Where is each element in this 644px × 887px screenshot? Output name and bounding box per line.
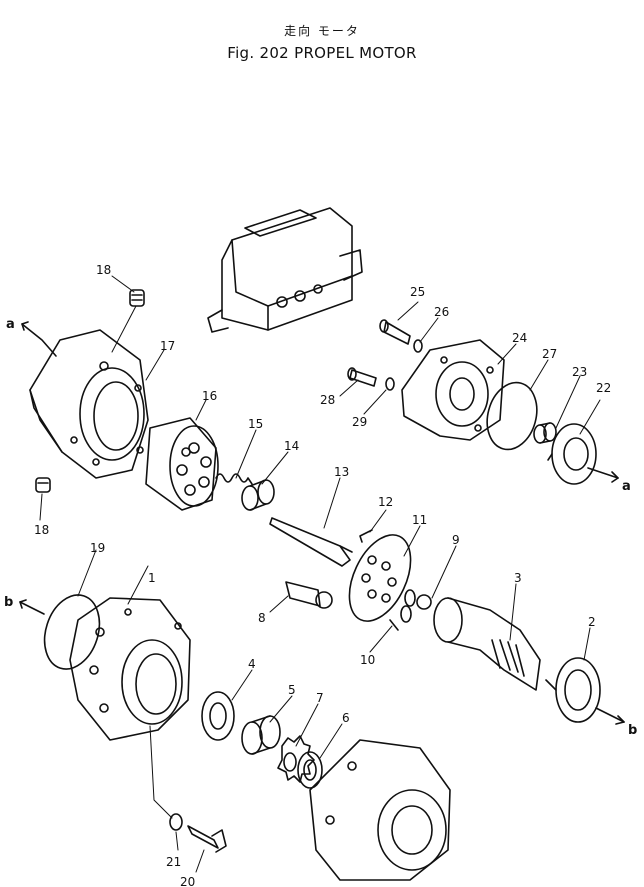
callout-10: 10 <box>360 653 375 667</box>
bearing-part-2 <box>545 657 601 723</box>
bushing-part-14 <box>241 479 275 511</box>
cylinder-block-part-16 <box>145 417 219 511</box>
ring-part-10 <box>389 589 416 631</box>
side-label-a-right: a <box>622 479 631 494</box>
callout-23: 23 <box>572 365 587 379</box>
spring-part-15 <box>215 473 253 485</box>
callout-1: 1 <box>148 571 156 585</box>
washer-part-26 <box>413 339 423 353</box>
end-cap-part-22 <box>547 423 597 485</box>
figure-title: Fig. 202 PROPEL MOTOR <box>227 44 417 62</box>
ball-part-9 <box>416 594 432 610</box>
screw-part-12 <box>359 529 373 543</box>
callout-29: 29 <box>352 415 367 429</box>
callout-2: 2 <box>588 615 596 629</box>
callout-21: 21 <box>166 855 181 869</box>
callout-18-top: 18 <box>96 263 111 277</box>
leader-lines <box>39 275 601 873</box>
bearing-part-4 <box>201 691 235 741</box>
nut-part-6 <box>297 751 323 789</box>
plug-part-18-top <box>129 289 145 307</box>
callout-24: 24 <box>512 331 527 345</box>
motor-housing-bottom-part <box>309 739 451 881</box>
figure-title-japanese: 走向 モータ <box>284 24 360 38</box>
cover-part-24 <box>401 339 505 441</box>
callout-18-bottom: 18 <box>34 523 49 537</box>
housing-part-17 <box>29 329 149 479</box>
bolt-part-20 <box>187 825 227 853</box>
callout-14: 14 <box>284 439 299 453</box>
callout-19: 19 <box>90 541 105 555</box>
callout-28: 28 <box>320 393 335 407</box>
arrow-a-right <box>587 467 619 483</box>
plug-part-18-bottom <box>35 477 51 493</box>
side-label-b-left: b <box>4 595 13 610</box>
callout-15: 15 <box>248 417 263 431</box>
arrow-b-left <box>19 599 45 615</box>
callout-12: 12 <box>378 495 393 509</box>
collar-part-5 <box>241 715 281 755</box>
arrow-a-left <box>21 321 57 357</box>
main-housing-part-1 <box>69 597 191 741</box>
callout-17: 17 <box>160 339 175 353</box>
o-ring-part-27 <box>486 381 538 451</box>
washer-part-21 <box>169 813 183 831</box>
bolt-part-25 <box>379 319 411 345</box>
callout-13: 13 <box>334 465 349 479</box>
o-ring-part-19 <box>43 594 101 670</box>
callout-22: 22 <box>596 381 611 395</box>
gear-part-7 <box>277 735 315 783</box>
needle-bearing-part-23 <box>533 422 557 444</box>
callout-9: 9 <box>452 533 460 547</box>
side-label-b-right: b <box>628 723 637 738</box>
callout-16: 16 <box>202 389 217 403</box>
callout-7: 7 <box>316 691 324 705</box>
callout-8: 8 <box>258 611 266 625</box>
callout-27: 27 <box>542 347 557 361</box>
callout-5: 5 <box>288 683 296 697</box>
side-label-a-left: a <box>6 317 15 332</box>
callout-26: 26 <box>434 305 449 319</box>
callout-6: 6 <box>342 711 350 725</box>
output-shaft-part-3 <box>433 597 541 691</box>
callout-11: 11 <box>412 513 427 527</box>
callout-20: 20 <box>180 875 195 887</box>
callout-3: 3 <box>514 571 522 585</box>
callout-4: 4 <box>248 657 256 671</box>
shaft-part-13 <box>269 517 353 567</box>
valve-plate-part-11 <box>348 534 412 622</box>
washer-part-29 <box>385 377 395 391</box>
screw-part-28 <box>347 367 377 387</box>
arrow-b-right <box>595 707 625 725</box>
valve-block-part <box>207 207 363 333</box>
piston-part-8 <box>285 581 333 609</box>
callout-25: 25 <box>410 285 425 299</box>
